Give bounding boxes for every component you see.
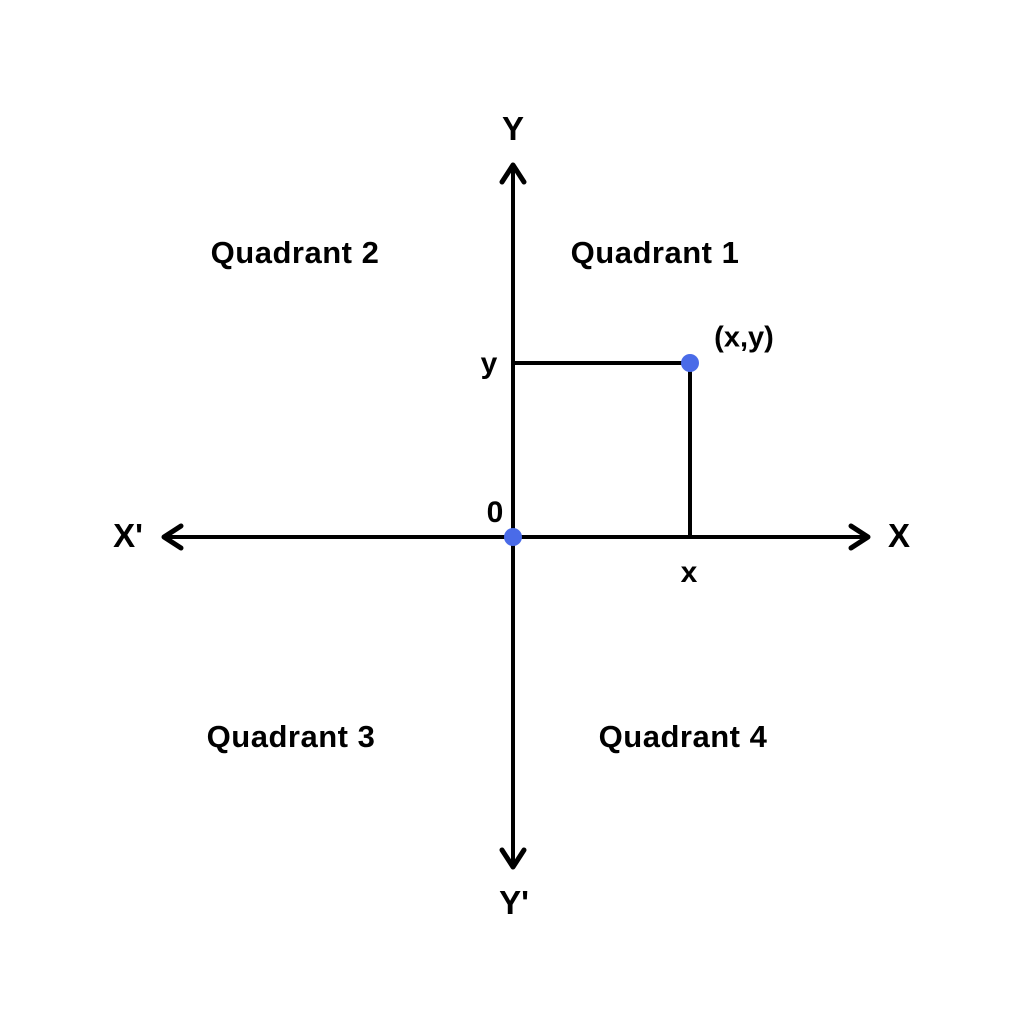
x-positive-axis-label: X [887, 517, 911, 554]
origin-label: 0 [486, 496, 504, 529]
xy-point [681, 354, 699, 372]
x-positive-arrowhead-icon [848, 523, 871, 551]
x-negative-axis-label: X' [113, 517, 143, 554]
x-coordinate-label: x [680, 556, 698, 589]
origin-point [504, 528, 522, 546]
quadrant-1-label: Quadrant 1 [570, 235, 740, 270]
y-negative-axis-label: Y' [499, 884, 529, 921]
x-negative-arrowhead-icon [161, 523, 184, 551]
quadrant-3-label: Quadrant 3 [206, 719, 376, 754]
point-xy-label: (x,y) [714, 321, 774, 354]
quadrant-4-label: Quadrant 4 [598, 719, 768, 754]
y-coordinate-label: y [480, 347, 498, 380]
y-negative-arrowhead-icon [499, 847, 527, 870]
quadrant-2-label: Quadrant 2 [210, 235, 380, 270]
y-positive-arrowhead-icon [499, 162, 527, 185]
y-positive-axis-label: Y [501, 110, 525, 147]
